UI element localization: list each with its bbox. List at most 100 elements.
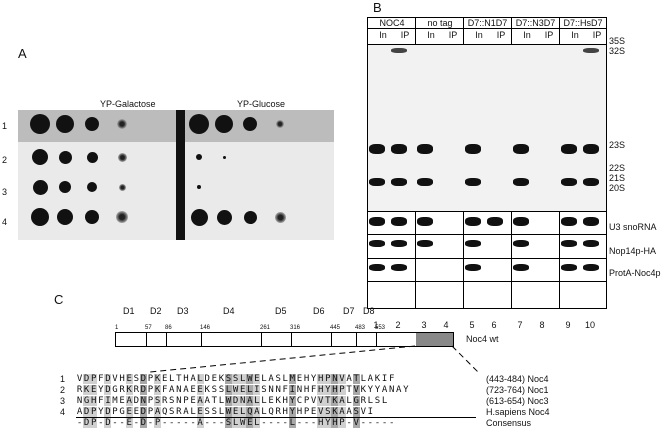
lane-number: 10 [584,320,595,330]
residue: D [139,385,147,395]
residue: V [352,418,360,428]
group-n1d7: D7::N1D7 [467,18,508,28]
colony-spot [222,155,226,159]
residue: A [396,385,402,395]
residue: E [232,407,240,417]
lane-number: 8 [539,320,545,330]
colony-spot [30,114,50,134]
gel-band [369,264,385,271]
alignment-row-label: (723-764) Noc1 [486,385,549,395]
residue: D [139,418,147,428]
residue: G [119,407,125,417]
residue: H [282,396,288,406]
residue: E [125,418,133,428]
residue: I [381,374,388,384]
gel-band [561,178,577,186]
residue: D [104,407,112,417]
residue: W [224,396,233,406]
residue: H [331,418,339,428]
residue: - [190,418,196,428]
lane-number: 6 [491,320,497,330]
colony-spot [58,150,72,164]
colony-spot [116,211,128,223]
residue: S [204,407,210,417]
residue: N [239,396,247,406]
residue: R [119,385,125,395]
residue: T [324,396,332,406]
residue: Y [367,385,374,395]
position-number: 553 [375,325,386,331]
residue: E [190,385,196,395]
residue: S [261,385,267,395]
residue: H [119,374,125,384]
residue: A [169,385,175,395]
residue: K [218,374,225,384]
row-label-1: 1 [2,121,8,131]
residue: H [317,418,325,428]
residue: R [133,385,139,395]
lane-type-ip: IP [496,30,506,40]
domain-label: D7 [343,306,355,316]
gel-band [513,178,529,186]
residue: - [388,418,395,428]
colony-spot [32,179,48,195]
residue: A [154,407,162,417]
residue: A [204,396,210,406]
residue: A [183,385,189,395]
colony-spot [276,120,284,128]
residue: E [196,407,204,417]
residue: V [76,374,83,384]
residue: E [310,407,317,417]
domain-label: D6 [313,306,325,316]
residue: K [125,385,133,395]
residue: A [76,407,83,417]
residue: - [147,418,154,428]
residue: F [161,385,168,395]
residue: V [352,385,360,395]
residue: S [169,407,175,417]
residue: R [161,396,168,406]
gel-band [417,144,433,154]
residue: N [76,396,83,406]
colony-spot [117,152,127,162]
residue: - [261,418,267,428]
residue: F [282,385,288,395]
residue: G [112,385,118,395]
rrna-23s: 23S [609,140,626,150]
residue: V [310,396,317,406]
colony-spot [118,183,126,191]
gel-band [465,144,481,154]
gel-band [465,178,481,186]
colony-spot [197,185,201,189]
residue: - [98,418,104,428]
gel-band [417,178,433,186]
residue: R [275,407,281,417]
residue: K [154,374,162,384]
gel-band-faint [391,48,407,53]
residue: - [204,418,210,428]
residue: R [76,385,83,395]
rrna-20s: 20S [609,183,626,193]
residue: P [90,374,98,384]
residue: A [268,374,274,384]
position-number: 1 [115,325,119,331]
gel-band [369,217,385,226]
residue: L [224,385,233,395]
residue: V [338,374,346,384]
colony-spot [189,114,209,134]
residue: P [147,374,154,384]
colony-spot [59,181,71,193]
residue: R [360,396,366,406]
residue: A [367,374,374,384]
position-number: 86 [165,325,172,331]
residue: - [346,418,352,428]
position-number: 146 [200,325,211,331]
residue: D [83,418,91,428]
alignment-row-number: 2 [60,385,66,395]
residue: Q [246,407,254,417]
residue: S [211,385,218,395]
gel-band [561,264,577,271]
